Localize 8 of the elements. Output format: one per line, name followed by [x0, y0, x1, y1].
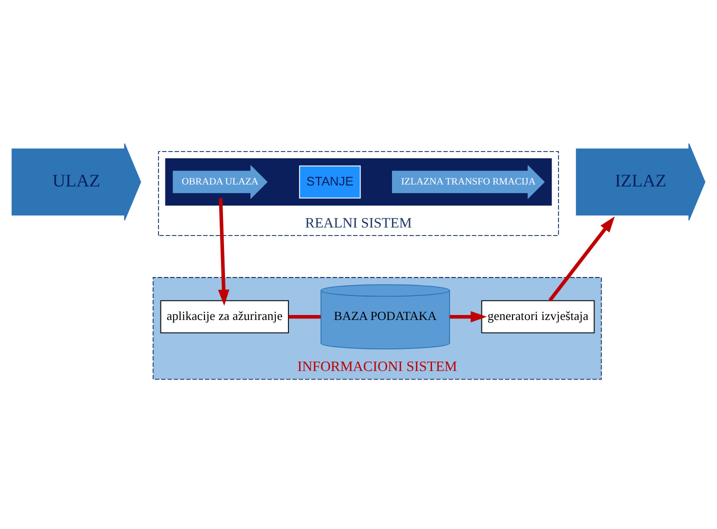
connector	[288, 314, 321, 318]
cluster	[165, 158, 552, 206]
node-box: aplikacije za ažuriranje	[160, 300, 289, 333]
node-box: generatori izvještaja	[481, 300, 595, 333]
arrow	[450, 310, 487, 322]
arrow	[548, 216, 615, 301]
arrow	[218, 198, 230, 306]
node-box: STANJE	[299, 164, 361, 198]
